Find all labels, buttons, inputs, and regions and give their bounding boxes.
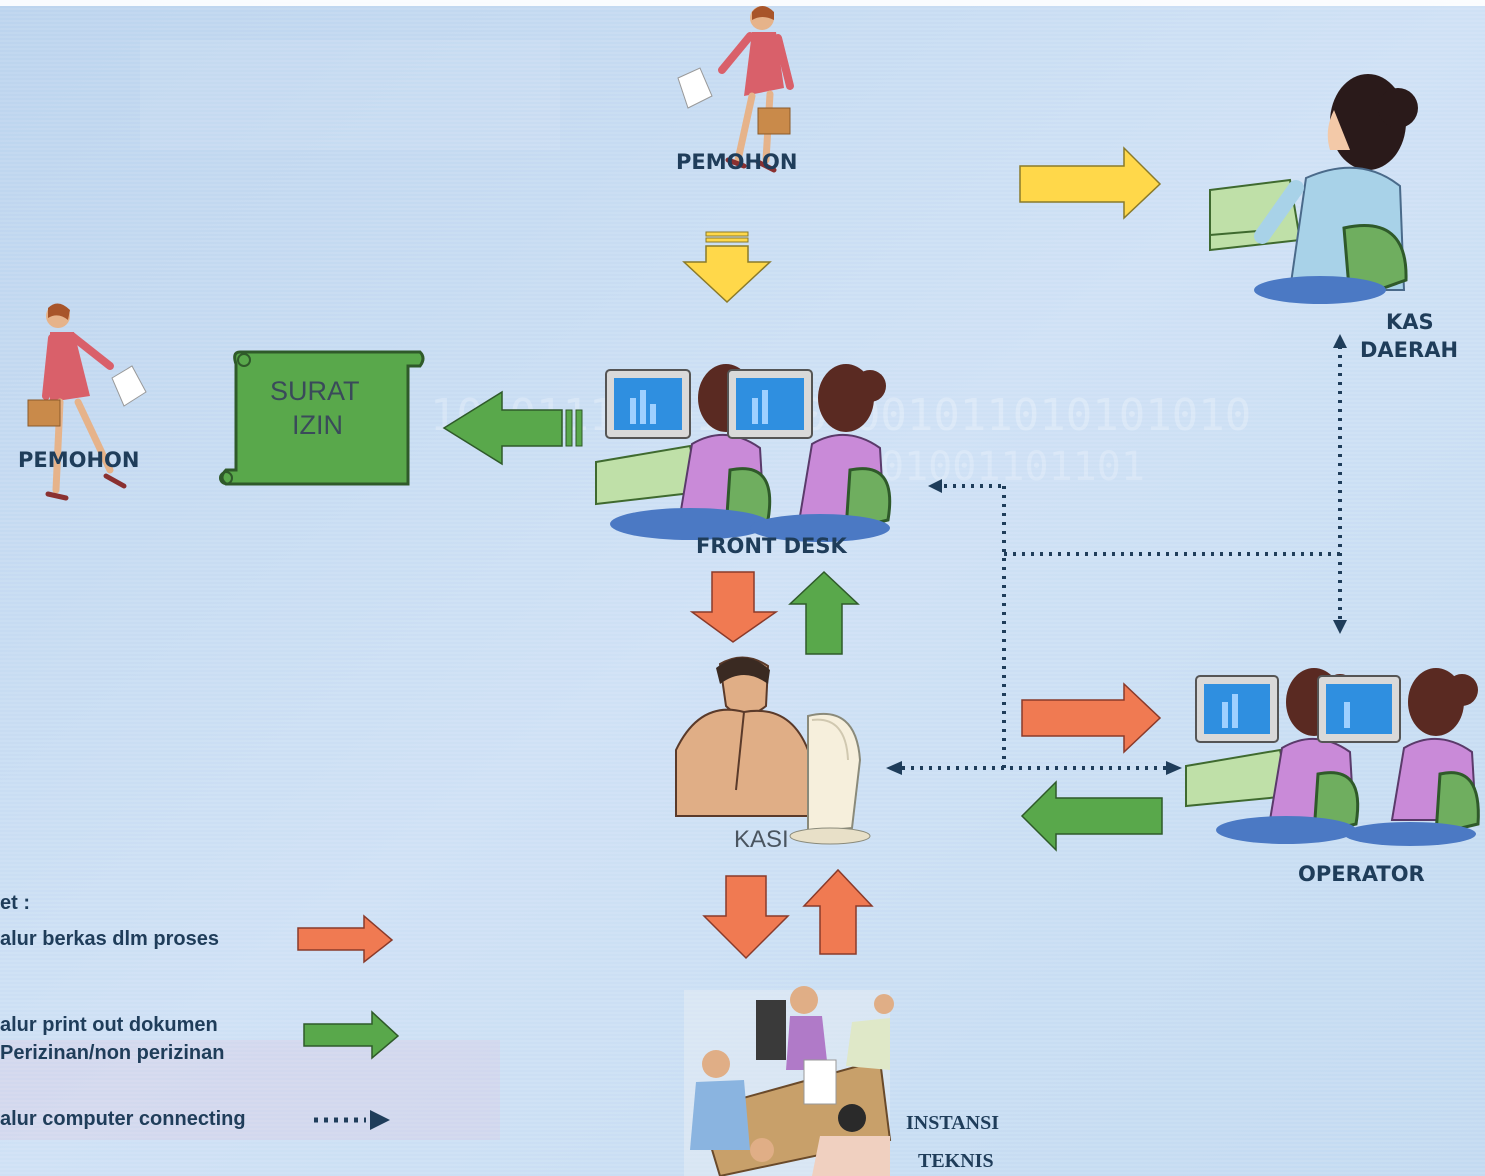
yellow-arrow-right [1019, 146, 1162, 220]
legend-print-label-2: Perizinan/non perizinan [0, 1042, 225, 1064]
surat-izin-line1: SURAT [270, 376, 360, 406]
dotted-arrowhead-frontdesk [928, 479, 942, 493]
process-arrow-down-1 [689, 571, 779, 643]
kasi-figure [675, 656, 871, 845]
operator-figure [1185, 668, 1480, 846]
dotted-arrowhead-down [1333, 620, 1347, 634]
pemohon-top-figure [677, 6, 794, 173]
label-kas-daerah-1: KAS [1386, 310, 1434, 334]
label-pemohon-left: PEMOHON [18, 448, 140, 472]
binary-decor-2: 01001101101 [880, 444, 1145, 490]
bg-glow-1 [140, 40, 560, 150]
process-arrow-down-2 [702, 875, 790, 960]
label-pemohon-top: PEMOHON [676, 150, 798, 174]
legend-process-arrow [297, 914, 394, 964]
legend-print-arrow [303, 1010, 400, 1060]
process-arrow-right [1021, 682, 1162, 754]
dotted-arrowhead-kasi [886, 761, 902, 775]
kas-daerah-figure [1209, 74, 1418, 304]
dotted-arrowhead-operator [1166, 761, 1182, 775]
print-arrow-left [1020, 780, 1163, 852]
process-arrow-up [802, 868, 874, 955]
surat-izin-line2: IZIN [292, 410, 343, 440]
label-operator: OPERATOR [1298, 862, 1425, 886]
legend-print-label-1: alur print out dokumen [0, 1014, 218, 1036]
label-kas-daerah-2: DAERAH [1360, 338, 1459, 362]
legend-title: et : [0, 892, 30, 914]
bg-glow-2 [0, 1040, 500, 1140]
label-kasi: KASI [734, 826, 789, 853]
legend-dotted-arrowhead [370, 1110, 390, 1130]
label-instansi-2: TEKNIS [918, 1150, 994, 1172]
yellow-arrow-down [682, 231, 772, 304]
front-desk-figure [595, 364, 892, 542]
instansi-teknis-figure [684, 986, 894, 1176]
print-arrow-up-1 [788, 570, 860, 655]
label-front-desk: FRONT DESK [696, 534, 847, 558]
green-arrow-to-surat-izin [442, 390, 583, 466]
legend-computer-label: alur computer connecting [0, 1108, 246, 1130]
label-instansi-1: INSTANSI [906, 1112, 999, 1134]
dotted-arrowhead-up [1333, 334, 1347, 348]
pemohon-left-figure [27, 303, 147, 501]
surat-izin-scroll [219, 350, 425, 486]
top-border [0, 0, 1485, 6]
legend-process-label: alur berkas dlm proses [0, 928, 219, 950]
